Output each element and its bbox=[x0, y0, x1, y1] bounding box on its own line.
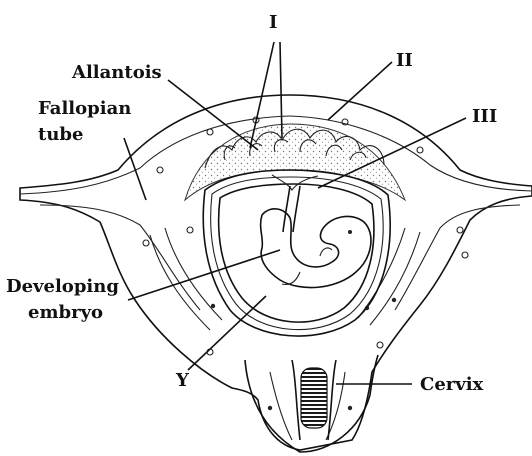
fallopian-tube-right-inner-2 bbox=[395, 205, 520, 310]
wall-dot bbox=[392, 298, 396, 302]
wall-cell bbox=[157, 167, 163, 173]
wall-dot bbox=[348, 406, 352, 410]
wall-cell bbox=[187, 227, 193, 233]
wall-cell bbox=[207, 129, 213, 135]
cervix-outline bbox=[328, 360, 336, 440]
embryo bbox=[261, 209, 371, 288]
umbilical-cord bbox=[283, 186, 290, 232]
leader-fallopian bbox=[124, 138, 146, 200]
embryo-limb bbox=[320, 248, 332, 256]
chorion-mid bbox=[211, 177, 384, 330]
label-III: III bbox=[472, 106, 497, 127]
label-allantois: Allantois bbox=[71, 62, 162, 83]
wall-dot bbox=[211, 304, 215, 308]
embryo-eye bbox=[348, 230, 352, 234]
wall-dot bbox=[268, 406, 272, 410]
cervix-outline bbox=[292, 360, 300, 440]
label-cervix: Cervix bbox=[420, 374, 484, 395]
label-developing-line2: embryo bbox=[28, 302, 103, 323]
label-Y: Y bbox=[175, 370, 190, 391]
wall-cell bbox=[143, 240, 149, 246]
leader-I-right bbox=[280, 42, 282, 138]
label-fallopian-line2: tube bbox=[38, 124, 83, 145]
label-II: II bbox=[396, 50, 413, 71]
cervical-canal bbox=[301, 368, 327, 428]
wall-cell bbox=[377, 342, 383, 348]
wall-cell bbox=[462, 252, 468, 258]
leader-developing-embryo bbox=[128, 250, 280, 300]
leader-Y bbox=[188, 296, 266, 370]
label-I: I bbox=[269, 12, 277, 33]
chorion-outer bbox=[203, 170, 390, 336]
label-fallopian-line1: Fallopian bbox=[38, 98, 131, 119]
wall-cell bbox=[457, 227, 463, 233]
wall-cell bbox=[417, 147, 423, 153]
umbilical-cord bbox=[293, 186, 300, 232]
label-developing-line1: Developing bbox=[6, 276, 119, 297]
